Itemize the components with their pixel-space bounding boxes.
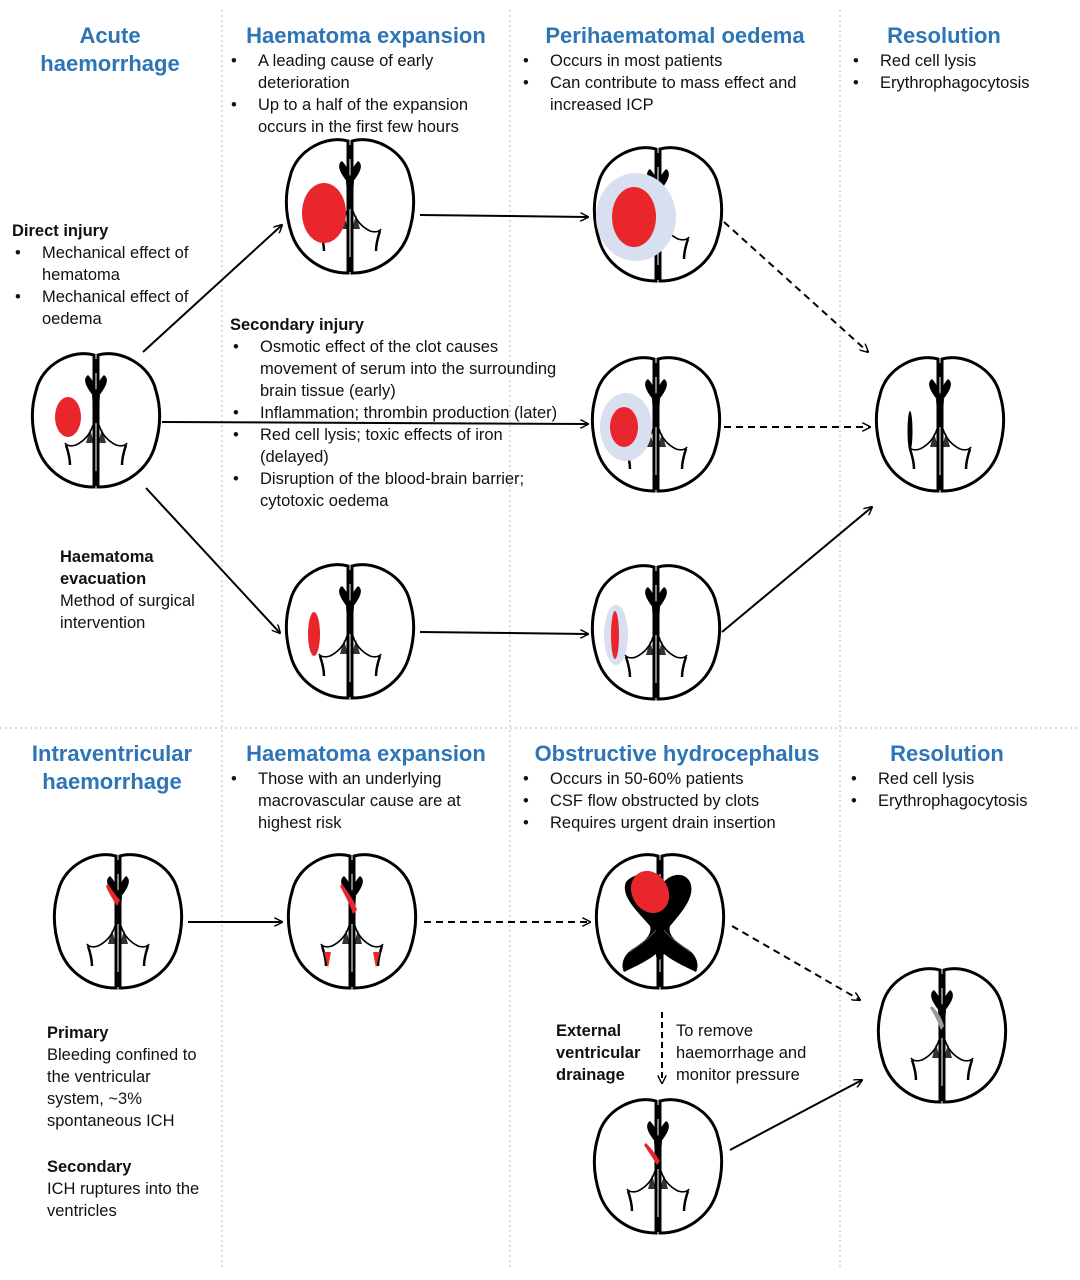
resolution-note: Red cell lysis xyxy=(850,50,1075,72)
arrow-hydrocephalus-to-resolution xyxy=(731,925,860,1000)
resolution-note: Red cell lysis xyxy=(848,768,1073,790)
header-resolution-bottom: Resolution xyxy=(890,741,1004,766)
brain-after-drainage xyxy=(592,1098,724,1235)
bottom-arrows xyxy=(188,922,862,1151)
evd-title: External ventricular drainage xyxy=(556,1022,641,1084)
resolution-notes-bottom: Red cell lysis Erythrophagocytosis xyxy=(848,768,1073,812)
oedema-note: Can contribute to mass effect and increa… xyxy=(520,72,838,116)
hydrocephalus-note: Requires urgent drain insertion xyxy=(520,812,838,834)
residual-haematoma xyxy=(308,612,320,656)
direct-injury-item: Mechanical effect of hematoma xyxy=(12,242,204,286)
primary-title: Primary xyxy=(47,1024,109,1042)
secondary-injury-title: Secondary injury xyxy=(230,316,364,334)
expansion-notes-top: A leading cause of early deterioration U… xyxy=(228,50,506,138)
brain-post-evacuation xyxy=(284,563,416,700)
brain-perihaematomal-oedema-top xyxy=(592,146,724,283)
hydrocephalus-note: CSF flow obstructed by clots xyxy=(520,790,838,812)
header-acute-haemorrhage: Acute haemorrhage xyxy=(40,23,180,76)
primary-text: Bleeding confined to the ventricular sys… xyxy=(47,1046,197,1130)
haematoma xyxy=(55,397,81,437)
secondary-text: ICH ruptures into the ventricles xyxy=(47,1180,200,1220)
oedema-notes: Occurs in most patients Can contribute t… xyxy=(520,50,838,116)
secondary-injury-block: Secondary injury Osmotic effect of the c… xyxy=(230,314,570,512)
expansion-notes-bottom: Those with an underlying macrovascular c… xyxy=(228,768,498,834)
direct-injury-item: Mechanical effect of oedema xyxy=(12,286,204,330)
secondary-injury-item: Inflammation; thrombin production (later… xyxy=(230,402,570,424)
resolution-notes-top: Red cell lysis Erythrophagocytosis xyxy=(850,50,1075,94)
expansion-note: Up to a half of the expansion occurs in … xyxy=(228,94,506,138)
occipital-horn-blood-right xyxy=(373,952,380,968)
arrow-drainage-to-resolution xyxy=(729,1080,862,1151)
expansion-note: A leading cause of early deterioration xyxy=(228,50,506,94)
secondary-injury-item: Red cell lysis; toxic effects of iron (d… xyxy=(230,424,570,468)
evacuation-block: Haematoma evacuation Method of surgical … xyxy=(60,546,200,634)
evacuation-title: Haematoma evacuation xyxy=(60,548,154,588)
header-obstructive-hydrocephalus: Obstructive hydrocephalus xyxy=(534,741,820,766)
haematoma xyxy=(610,407,638,447)
residual-haematoma xyxy=(611,611,619,659)
primary-ivh-block: Primary Bleeding confined to the ventric… xyxy=(47,1022,207,1132)
header-haematoma-expansion: Haematoma expansion xyxy=(246,23,486,48)
resolution-note: Erythrophagocytosis xyxy=(850,72,1075,94)
secondary-injury-item: Osmotic effect of the clot causes moveme… xyxy=(230,336,570,402)
oedema-note: Occurs in most patients xyxy=(520,50,838,72)
brain-haematoma-expansion-bottom xyxy=(286,853,418,990)
arrow-acute-to-evacuation xyxy=(145,487,280,633)
hydrocephalus-note: Occurs in 50-60% patients xyxy=(520,768,838,790)
residual-staining xyxy=(930,1006,944,1030)
header-perihaematomal-oedema: Perihaematomal oedema xyxy=(545,23,805,48)
residual-ventricular-blood xyxy=(644,1143,660,1165)
header-haematoma-expansion-bottom: Haematoma expansion xyxy=(246,741,486,766)
evacuation-text: Method of surgical intervention xyxy=(60,592,195,632)
arrow-evac-oedema-to-resolution xyxy=(721,507,872,633)
brain-intraventricular-haemorrhage xyxy=(52,853,184,990)
intraventricular-blood xyxy=(106,884,120,906)
resolution-note: Erythrophagocytosis xyxy=(848,790,1073,812)
brain-obstructive-hydrocephalus xyxy=(594,853,726,990)
brain-resolution-bottom xyxy=(876,967,1008,1104)
intraventricular-blood xyxy=(340,884,357,914)
arrow-evacuation-to-oedema xyxy=(419,632,588,634)
haematoma xyxy=(612,187,656,247)
resolved-cavity xyxy=(907,411,913,451)
evd-text: To remove haemorrhage and monitor pressu… xyxy=(676,1022,807,1084)
brain-perihaematomal-oedema-middle xyxy=(590,356,722,493)
arrow-expansion-to-oedema xyxy=(419,215,588,217)
occipital-horn-blood-left xyxy=(324,952,331,968)
direct-injury-title: Direct injury xyxy=(12,222,109,240)
secondary-injury-item: Disruption of the blood-brain barrier; c… xyxy=(230,468,570,512)
secondary-ivh-block: Secondary ICH ruptures into the ventricl… xyxy=(47,1156,207,1222)
expanded-haematoma xyxy=(302,183,346,243)
brain-acute-haemorrhage xyxy=(30,352,162,489)
secondary-title: Secondary xyxy=(47,1158,132,1176)
brain-haematoma-expansion-top xyxy=(284,138,416,275)
expansion-note: Those with an underlying macrovascular c… xyxy=(228,768,498,834)
hydrocephalus-notes: Occurs in 50-60% patients CSF flow obstr… xyxy=(520,768,838,834)
header-resolution-top: Resolution xyxy=(887,23,1001,48)
brain-resolution-top xyxy=(874,356,1006,493)
column-dividers xyxy=(0,10,1080,1270)
header-intraventricular-haemorrhage: Intraventricular haemorrhage xyxy=(31,741,193,794)
intraventricular-clot xyxy=(630,870,670,914)
arrow-acute-to-expansion xyxy=(142,225,282,353)
arrow-oedema-to-resolution xyxy=(723,221,868,352)
direct-injury-block: Direct injury Mechanical effect of hemat… xyxy=(12,220,204,330)
brain-post-evacuation-oedema xyxy=(590,564,722,701)
